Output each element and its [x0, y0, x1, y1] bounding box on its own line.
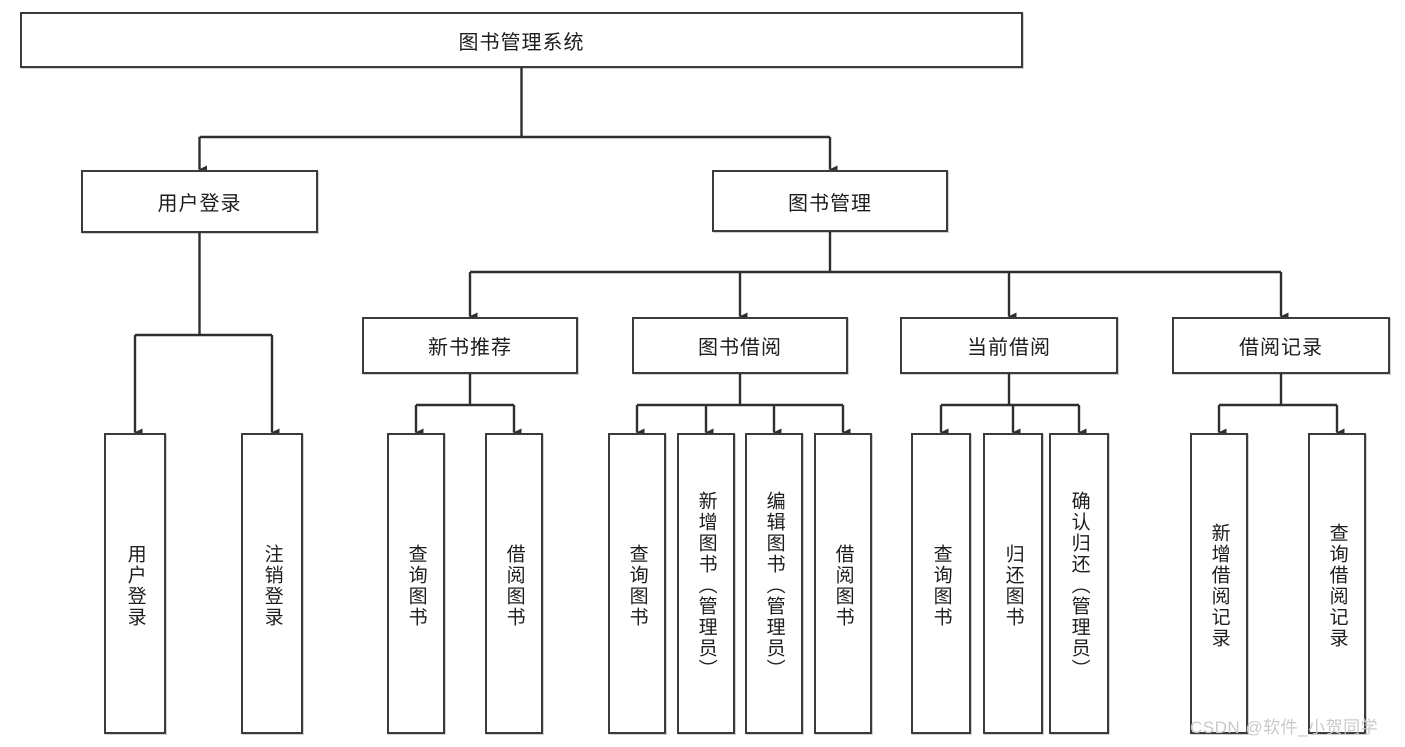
- node-label-leaf-user-logout: 注销登录: [261, 543, 283, 628]
- node-root[interactable]: 图书管理系统: [20, 12, 1023, 68]
- node-current-borrow[interactable]: 当前借阅: [900, 317, 1118, 374]
- node-leaf-query-record[interactable]: 查询借阅记录: [1308, 433, 1366, 734]
- node-label-leaf-borrow-book-2: 借阅图书: [832, 543, 854, 628]
- node-leaf-return-book[interactable]: 归还图书: [983, 433, 1043, 734]
- node-new-book-recommend[interactable]: 新书推荐: [362, 317, 578, 374]
- node-leaf-query-book-3[interactable]: 查询图书: [911, 433, 971, 734]
- node-leaf-borrow-book-2[interactable]: 借阅图书: [814, 433, 872, 734]
- node-label-leaf-query-book-3: 查询图书: [930, 543, 952, 628]
- node-label-root: 图书管理系统: [458, 31, 585, 54]
- node-label-leaf-add-book: 新增图书（管理员）: [695, 491, 717, 680]
- node-leaf-add-book[interactable]: 新增图书（管理员）: [677, 433, 735, 734]
- node-leaf-user-login[interactable]: 用户登录: [104, 433, 166, 734]
- node-label-book-borrow: 图书借阅: [698, 337, 782, 359]
- watermark-text: CSDN @软件_小贺同学: [1190, 718, 1379, 737]
- node-label-leaf-return-book: 归还图书: [1002, 543, 1024, 628]
- node-leaf-borrow-book-1[interactable]: 借阅图书: [485, 433, 543, 734]
- node-label-new-book-recommend: 新书推荐: [428, 337, 512, 359]
- node-book-borrow[interactable]: 图书借阅: [632, 317, 848, 374]
- node-book-manage[interactable]: 图书管理: [712, 170, 948, 232]
- node-leaf-query-book-1[interactable]: 查询图书: [387, 433, 445, 734]
- node-borrow-record[interactable]: 借阅记录: [1172, 317, 1390, 374]
- node-label-leaf-user-login: 用户登录: [124, 543, 146, 628]
- node-label-leaf-query-book-2: 查询图书: [626, 543, 648, 628]
- node-label-leaf-query-record: 查询借阅记录: [1326, 522, 1348, 649]
- node-label-leaf-confirm-return: 确认归还（管理员）: [1068, 491, 1090, 680]
- node-label-leaf-add-record: 新增借阅记录: [1208, 522, 1230, 649]
- node-user-login[interactable]: 用户登录: [81, 170, 318, 233]
- node-label-book-manage: 图书管理: [788, 192, 872, 215]
- node-label-leaf-query-book-1: 查询图书: [405, 543, 427, 628]
- node-label-leaf-edit-book: 编辑图书（管理员）: [763, 491, 785, 680]
- node-leaf-add-record[interactable]: 新增借阅记录: [1190, 433, 1248, 734]
- node-label-current-borrow: 当前借阅: [967, 337, 1051, 359]
- node-leaf-confirm-return[interactable]: 确认归还（管理员）: [1049, 433, 1109, 734]
- node-leaf-query-book-2[interactable]: 查询图书: [608, 433, 666, 734]
- node-label-leaf-borrow-book-1: 借阅图书: [503, 543, 525, 628]
- node-leaf-user-logout[interactable]: 注销登录: [241, 433, 303, 734]
- node-label-borrow-record: 借阅记录: [1239, 337, 1323, 359]
- node-label-user-login: 用户登录: [157, 193, 242, 215]
- node-leaf-edit-book[interactable]: 编辑图书（管理员）: [745, 433, 803, 734]
